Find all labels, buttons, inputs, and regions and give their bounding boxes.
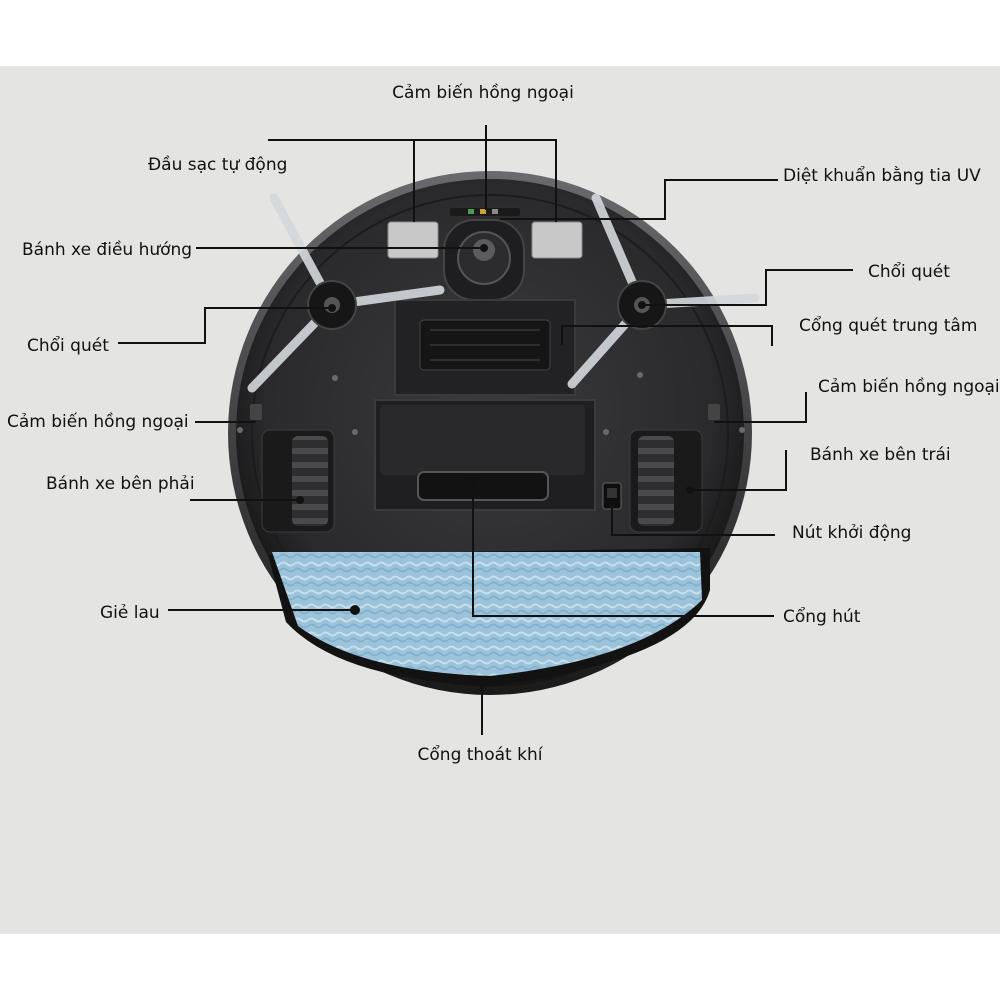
dust-bin <box>374 399 596 511</box>
right-drive-wheel <box>261 429 335 533</box>
label-power-button: Nút khởi động <box>792 523 911 543</box>
label-ir-sensor-top: Cảm biến hồng ngoại <box>392 82 574 103</box>
screws <box>237 372 745 435</box>
label-main-brush-port: Cổng quét trung tâm <box>799 315 977 336</box>
label-exhaust-port: Cổng thoát khí <box>418 744 544 765</box>
line-left-wheel <box>690 450 787 491</box>
label-uv-sterilize: Diệt khuẩn bằng tia UV <box>783 165 981 186</box>
left-drive-wheel <box>629 429 703 533</box>
label-ir-sensor-right: Cảm biến hồng ngoại <box>818 376 1000 397</box>
label-side-brush-right: Chổi quét <box>868 261 950 282</box>
label-side-brush-left: Chổi quét <box>27 335 109 356</box>
line-side-brush-left <box>118 307 332 344</box>
line-auto-charge <box>268 139 557 222</box>
label-nav-wheel: Bánh xe điều hướng <box>22 239 192 260</box>
charging-contact-left <box>387 221 439 259</box>
line-main-brush <box>561 325 773 346</box>
line-ir-sensor-right <box>714 392 807 423</box>
label-ir-sensor-left: Cảm biến hồng ngoại <box>7 411 189 432</box>
label-suction-port: Cổng hút <box>783 606 861 627</box>
line-power-button <box>611 505 775 536</box>
ir-sensor-strip-top <box>450 208 520 216</box>
leader-lines <box>118 125 853 735</box>
marker-dots <box>296 244 694 615</box>
label-auto-charge: Đầu sạc tự động <box>148 154 287 175</box>
main-brush-chamber <box>394 299 576 396</box>
ir-sensor-left-window <box>250 404 262 420</box>
caster-wheel <box>443 219 525 301</box>
labels: Cảm biến hồng ngoại Đầu sạc tự động Diệt… <box>7 82 1000 765</box>
line-side-brush-right <box>642 269 853 306</box>
label-right-wheel: Bánh xe bên phải <box>46 474 195 494</box>
label-mop-cloth: Giẻ lau <box>100 603 160 623</box>
charging-contact-right <box>531 221 583 259</box>
ir-sensor-right-window <box>708 404 720 420</box>
line-suction <box>472 480 774 617</box>
line-uv <box>500 179 778 220</box>
label-left-wheel: Bánh xe bên trái <box>810 445 951 465</box>
